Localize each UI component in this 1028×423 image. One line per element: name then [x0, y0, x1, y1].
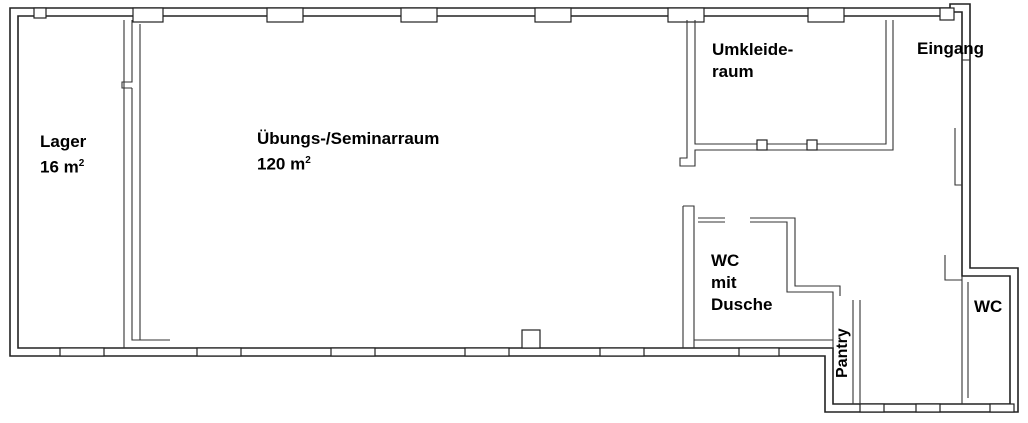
wc-dusche-line2: mit [711, 273, 737, 292]
umkleide-line2: raum [712, 62, 754, 81]
seminar-area: 120 m2 [257, 150, 439, 176]
room-label-eingang: Eingang [917, 38, 984, 60]
wc-walls [961, 276, 969, 404]
eingang-walls [944, 59, 970, 281]
umkleide-walls [679, 20, 894, 167]
room-label-wc: WC [974, 296, 1002, 318]
lager-area: 16 m2 [40, 153, 86, 179]
lager-name: Lager [40, 132, 87, 151]
room-label-seminar: Übungs-/Seminarraum 120 m2 [257, 128, 439, 176]
wc-dusche-walls [682, 205, 841, 348]
wc-dusche-line1: WC [711, 251, 740, 270]
seminar-name: Übungs-/Seminarraum [257, 129, 440, 148]
wc-dusche-line3: Dusche [711, 295, 773, 314]
seminar-area-sup: 2 [305, 155, 311, 166]
lager-area-value: 16 m [40, 157, 79, 177]
room-label-pantry: Pantry [834, 328, 851, 378]
outer-walls [9, 3, 1019, 413]
pantry-walls [852, 300, 861, 404]
umkleide-line1: Umkleide- [712, 40, 794, 59]
bottom-windows [59, 329, 1015, 413]
room-label-wc-dusche: WC mit Dusche [711, 250, 772, 316]
lager-area-sup: 2 [78, 158, 85, 169]
top-pilasters [33, 7, 955, 23]
eingang-name: Eingang [917, 39, 985, 58]
seminar-area-value: 120 m [257, 154, 306, 174]
room-label-lager: Lager 16 m2 [40, 131, 86, 179]
room-label-umkleide: Umkleide- raum [712, 39, 793, 83]
wc-name: WC [974, 297, 1003, 316]
lager-wall [121, 20, 170, 348]
